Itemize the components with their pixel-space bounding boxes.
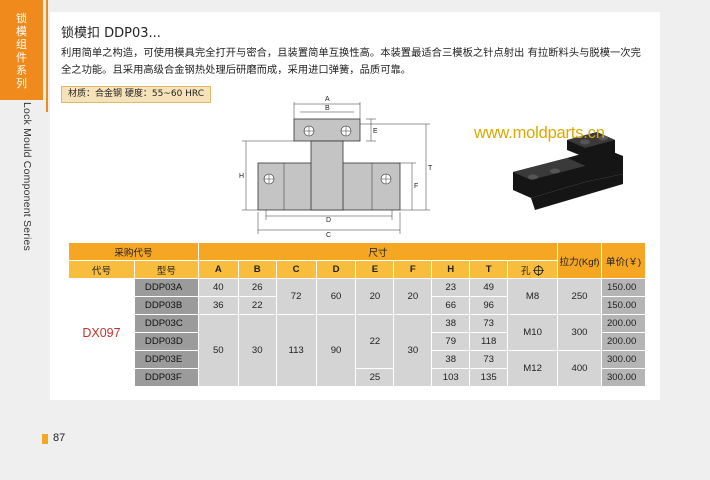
hole-symbol-icon — [533, 264, 545, 276]
table-row: DDP03B 36 22 66 96 150.00 — [69, 296, 647, 315]
page-number: 87 — [53, 432, 66, 444]
value-a: 40 — [197, 278, 239, 297]
value-t: 73 — [469, 314, 509, 333]
series-char: 件 — [16, 51, 27, 64]
value-f: 30 — [393, 314, 433, 387]
table-row: DDP03F 25 103 135 300.00 — [69, 368, 647, 387]
product-photo — [513, 132, 623, 210]
dim-label-f: F — [414, 183, 418, 190]
dim-label-h: H — [239, 173, 244, 180]
watermark: www.moldparts.cn — [474, 124, 605, 142]
value-c: 72 — [275, 278, 317, 315]
col-header-f: F — [393, 260, 433, 279]
hole-column-label: 孔 — [520, 265, 531, 277]
series-english-label: Lock Mould Component Series — [21, 102, 33, 251]
series-tab: 锁 模 组 件 系 列 — [0, 0, 43, 100]
table-row: DX097 DDP03A 40 26 72 60 20 20 23 49 M8 … — [68, 278, 647, 387]
value-t: 96 — [469, 296, 509, 315]
model-cell: DDP03B — [133, 296, 199, 315]
dim-label-t: T — [428, 165, 433, 172]
value-c: 113 — [275, 314, 317, 387]
col-header-d: D — [315, 260, 357, 279]
code-column-header: 代号 — [68, 260, 135, 279]
value-force: 400 — [557, 350, 602, 387]
series-char: 列 — [16, 77, 27, 90]
value-t: 118 — [469, 332, 509, 351]
dim-label-e: E — [373, 128, 378, 135]
value-d: 90 — [315, 314, 357, 387]
model-cell: DDP03A — [133, 278, 199, 297]
technical-drawing: A B E H T F D C — [239, 96, 433, 239]
value-e: 20 — [355, 278, 395, 315]
purchase-code-header: 采购代号 — [68, 242, 199, 261]
series-char: 锁 — [16, 12, 27, 25]
dim-label-d: D — [326, 217, 331, 224]
value-force: 250 — [557, 278, 602, 315]
material-badge: 材质：合金钢 硬度：55~60 HRC — [61, 86, 212, 103]
series-char: 组 — [16, 38, 27, 51]
product-description: 利用简单之构造，可使用模具完全打开与密合，且装置简单互换性高。本装置最适合三模板… — [61, 47, 641, 76]
value-hole: M10 — [507, 314, 559, 351]
value-d: 60 — [315, 278, 357, 315]
page-marker — [42, 434, 48, 444]
table-row: DDP03C 50 30 113 90 22 30 38 73 M10 300 … — [69, 314, 647, 387]
value-b: 26 — [237, 278, 277, 297]
value-h: 103 — [431, 368, 471, 387]
value-e: 22 — [355, 314, 395, 369]
value-price: 150.00 — [600, 296, 647, 315]
value-h: 23 — [431, 278, 471, 297]
value-b: 30 — [237, 314, 277, 387]
table-row: DDP03D 79 118 200.00 — [69, 332, 647, 351]
value-t: 49 — [469, 278, 509, 297]
value-t: 73 — [469, 350, 509, 369]
model-column-header: 型号 — [133, 260, 199, 279]
spec-table: 采购代号 尺寸 拉力(Kgf) 单价(￥) 代号 型号 A B C D E F … — [68, 242, 647, 387]
col-header-h: H — [431, 260, 471, 279]
table-row: DDP03E 38 73 M12 400 300.00 — [69, 350, 647, 387]
size-header: 尺寸 — [197, 242, 559, 261]
dim-label-c: C — [326, 232, 331, 239]
value-hole: M12 — [507, 350, 559, 387]
col-header-c: C — [275, 260, 317, 279]
dim-label-a: A — [325, 96, 330, 103]
col-header-b: B — [237, 260, 277, 279]
series-char: 模 — [16, 25, 27, 38]
model-cell: DDP03F — [133, 368, 199, 387]
col-header-a: A — [197, 260, 239, 279]
value-force: 300 — [557, 314, 602, 351]
value-price: 150.00 — [600, 278, 647, 297]
col-header-t: T — [469, 260, 509, 279]
value-price: 300.00 — [600, 368, 647, 387]
series-char: 系 — [16, 64, 27, 77]
value-hole: M8 — [507, 278, 559, 315]
value-b: 22 — [237, 296, 277, 315]
force-header: 拉力(Kgf) — [557, 242, 602, 279]
model-cell: DDP03C — [133, 314, 199, 333]
value-price: 200.00 — [600, 314, 647, 333]
purchase-code: DX097 — [68, 278, 135, 387]
dim-label-b: B — [325, 105, 330, 112]
value-price: 300.00 — [600, 350, 647, 369]
value-h: 38 — [431, 314, 471, 333]
value-t: 135 — [469, 368, 509, 387]
value-e: 25 — [355, 368, 395, 387]
value-f: 20 — [393, 278, 433, 315]
product-title: 锁模扣 DDP03... — [61, 26, 161, 41]
value-h: 79 — [431, 332, 471, 351]
col-header-e: E — [355, 260, 395, 279]
hole-column-header: 孔 — [507, 260, 559, 279]
table-group-header: 采购代号 尺寸 拉力(Kgf) 单价(￥) — [68, 242, 647, 279]
value-a: 36 — [197, 296, 239, 315]
value-price: 200.00 — [600, 332, 647, 351]
series-divider — [46, 0, 48, 112]
model-cell: DDP03E — [133, 350, 199, 369]
value-a: 50 — [197, 314, 239, 387]
value-h: 38 — [431, 350, 471, 369]
model-cell: DDP03D — [133, 332, 199, 351]
value-h: 66 — [431, 296, 471, 315]
price-header: 单价(￥) — [600, 242, 647, 279]
